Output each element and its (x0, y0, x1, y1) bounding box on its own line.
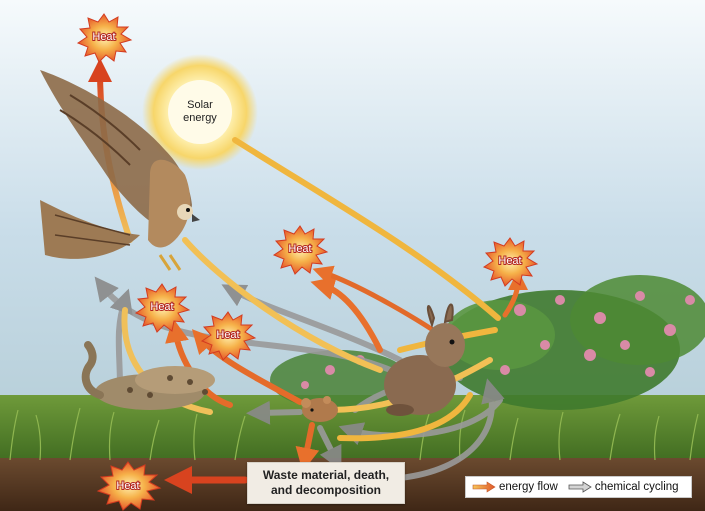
legend: energy flow chemical cycling (465, 476, 692, 498)
legend-chemical-label: chemical cycling (595, 481, 679, 493)
chemical-cycling-arrow-icon (568, 481, 592, 493)
energy-flow-arrow-icon (472, 481, 496, 493)
heat-label-2: Heat (288, 243, 311, 255)
sun-label-line2: energy (183, 112, 217, 124)
waste-label-line2: and decomposition (271, 483, 381, 498)
legend-energy-label: energy flow (499, 481, 558, 493)
heat-label-3: Heat (498, 255, 521, 267)
waste-decomposition-label: Waste material, death, and decomposition (247, 462, 405, 504)
legend-energy-flow: energy flow (472, 481, 558, 493)
heat-label-4: Heat (150, 301, 173, 313)
chemical-arrow-to-mouse (258, 412, 300, 413)
sun-label-line1: Solar (187, 99, 213, 111)
legend-chemical-cycling: chemical cycling (568, 481, 679, 493)
heat-label-1: Heat (92, 31, 115, 43)
waste-label-line1: Waste material, death, (263, 468, 389, 483)
heat-label-5: Heat (216, 329, 239, 341)
heat-label-6: Heat (116, 480, 139, 492)
